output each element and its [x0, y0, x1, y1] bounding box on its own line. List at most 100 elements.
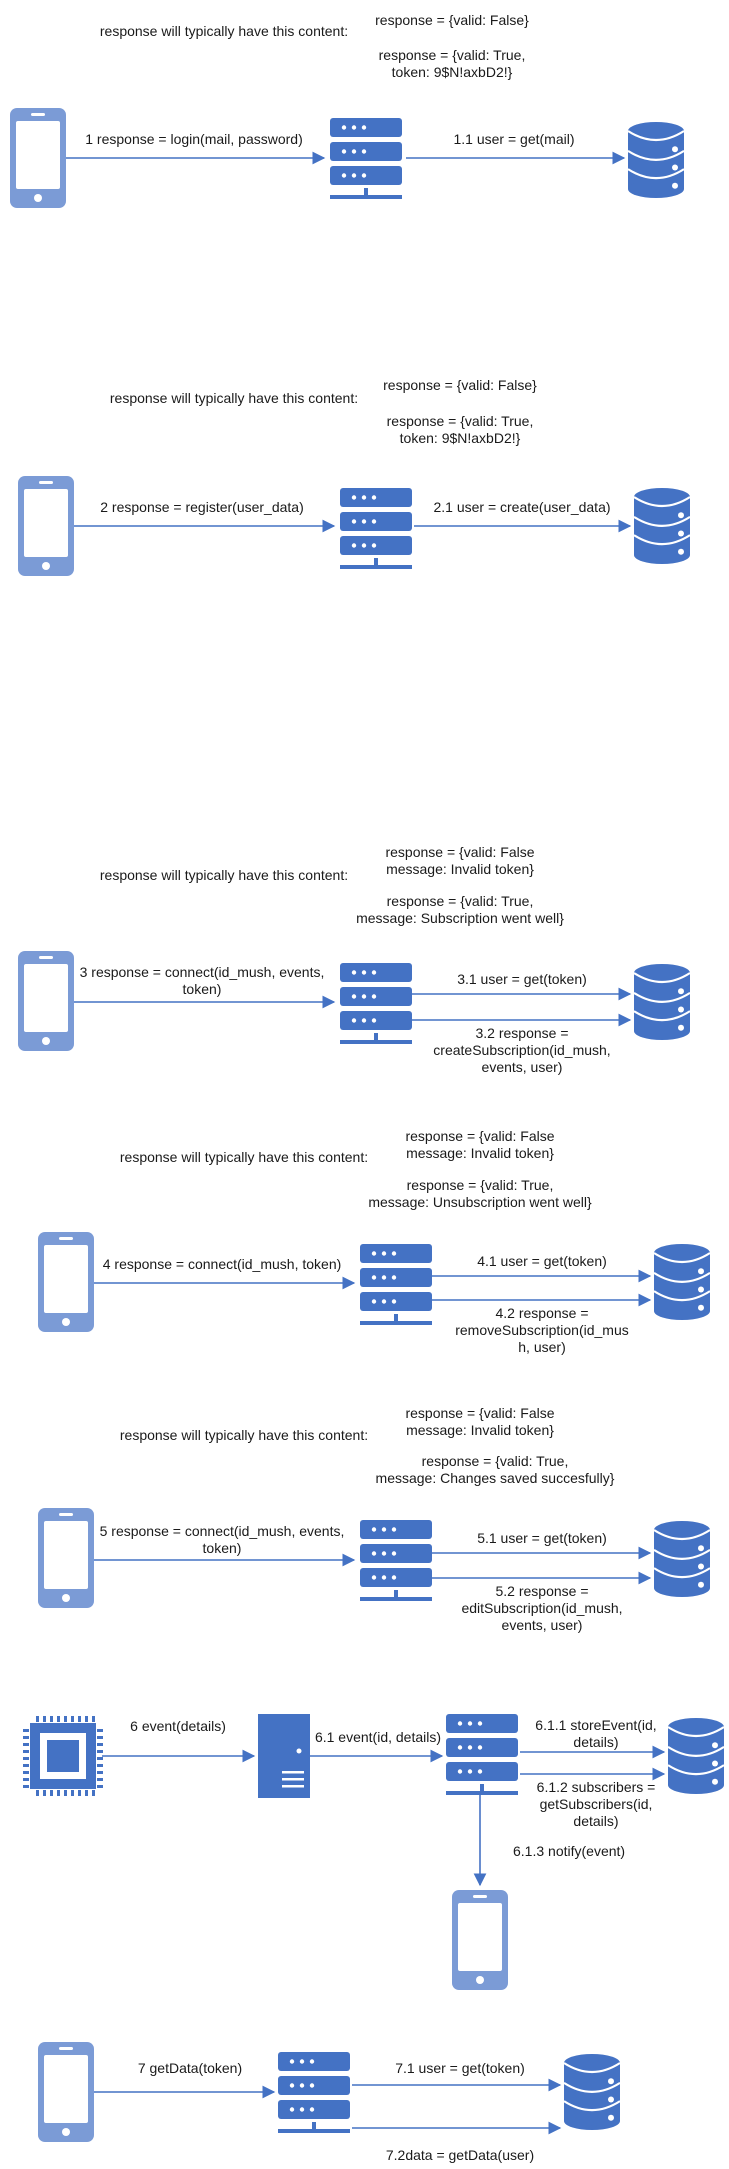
- section-3-response-invalid-line: response = {valid: False: [385, 844, 534, 860]
- client-phone-7: [38, 2042, 94, 2142]
- call-3-1-label: 3.1 user = get(token): [457, 971, 587, 987]
- section-2-response-valid-line: response = {valid: True,: [387, 413, 534, 429]
- call-4-2-label-line: h, user): [518, 1339, 565, 1355]
- call-5-2-label-line: events, user): [502, 1617, 583, 1633]
- section-1-response-valid-line: response = {valid: True,: [379, 47, 526, 63]
- call-7-2-label: 7.2data = getData(user): [386, 2147, 534, 2163]
- call-6-1-2-label-line: details): [573, 1813, 618, 1829]
- call-3-1-label-line: 3.1 user = get(token): [457, 971, 587, 987]
- call-6-1-2-label-line: getSubscribers(id,: [540, 1796, 653, 1812]
- section-4-intro-line: response will typically have this conten…: [120, 1149, 368, 1165]
- call-5-label-line: 5 response = connect(id_mush, events,: [100, 1523, 345, 1539]
- diagram-labels: response will typically have this conten…: [80, 12, 657, 2163]
- call-5-label-line: token): [203, 1540, 242, 1556]
- call-7-1-label: 7.1 user = get(token): [395, 2060, 525, 2076]
- call-2-label: 2 response = register(user_data): [100, 499, 304, 515]
- chip-icon: [23, 1716, 103, 1796]
- call-7-label: 7 getData(token): [138, 2060, 242, 2076]
- call-5-label: 5 response = connect(id_mush, events,tok…: [100, 1523, 345, 1556]
- section-3-intro: response will typically have this conten…: [100, 867, 348, 883]
- call-3-2-label: 3.2 response =createSubscription(id_mush…: [433, 1025, 610, 1075]
- section-5-response-invalid-line: response = {valid: False: [405, 1405, 554, 1421]
- call-1-1-label: 1.1 user = get(mail): [454, 131, 575, 147]
- section-5-response-valid-line: message: Changes saved succesfully}: [376, 1470, 615, 1486]
- call-6-1-1-label-line: 6.1.1 storeEvent(id,: [535, 1717, 656, 1733]
- diagram-icons: [10, 108, 725, 2142]
- section-5-intro: response will typically have this conten…: [120, 1427, 368, 1443]
- call-6-1-2-label: 6.1.2 subscribers =getSubscribers(id,det…: [537, 1779, 656, 1829]
- section-5-response-valid: response = {valid: True,message: Changes…: [376, 1453, 615, 1486]
- section-3-intro-line: response will typically have this conten…: [100, 867, 348, 883]
- call-4-label-line: 4 response = connect(id_mush, token): [103, 1256, 342, 1272]
- call-5-2-label-line: 5.2 response =: [495, 1583, 588, 1599]
- client-phone-5: [38, 1508, 94, 1608]
- call-6-1-1-label-line: details): [573, 1734, 618, 1750]
- call-6-label: 6 event(details): [130, 1718, 226, 1734]
- section-4-response-invalid-line: response = {valid: False: [405, 1128, 554, 1144]
- call-4-2-label-line: 4.2 response =: [495, 1305, 588, 1321]
- call-5-1-label-line: 5.1 user = get(token): [477, 1530, 607, 1546]
- call-3-label-line: 3 response = connect(id_mush, events,: [80, 964, 325, 980]
- section-2-response-invalid-line: response = {valid: False}: [383, 377, 537, 393]
- section-1-response-valid: response = {valid: True,token: 9$N!axbD2…: [379, 47, 526, 80]
- section-4-intro: response will typically have this conten…: [120, 1149, 368, 1165]
- client-phone-3: [18, 951, 74, 1051]
- call-5-1-label: 5.1 user = get(token): [477, 1530, 607, 1546]
- call-1-label-line: 1 response = login(mail, password): [85, 131, 303, 147]
- call-5-2-label-line: editSubscription(id_mush,: [461, 1600, 622, 1616]
- database-icon: [633, 964, 691, 1040]
- server-rack-icon: [360, 1520, 432, 1601]
- section-5-response-valid-line: response = {valid: True,: [422, 1453, 569, 1469]
- section-2-response-valid: response = {valid: True,token: 9$N!axbD2…: [387, 413, 534, 446]
- call-4-label: 4 response = connect(id_mush, token): [103, 1256, 342, 1272]
- call-3-2-label-line: events, user): [482, 1059, 563, 1075]
- section-2-intro-line: response will typically have this conten…: [110, 390, 358, 406]
- section-4-response-invalid-line: message: Invalid token}: [406, 1145, 554, 1161]
- call-5-2-label: 5.2 response =editSubscription(id_mush,e…: [461, 1583, 622, 1633]
- section-3-response-invalid-line: message: Invalid token}: [386, 861, 534, 877]
- section-3-response-valid: response = {valid: True,message: Subscri…: [356, 893, 564, 926]
- call-7-label-line: 7 getData(token): [138, 2060, 242, 2076]
- database-icon: [653, 1521, 711, 1597]
- section-4-response-valid: response = {valid: True,message: Unsubsc…: [368, 1177, 592, 1210]
- call-2-1-label: 2.1 user = create(user_data): [433, 499, 610, 515]
- section-3-response-valid-line: response = {valid: True,: [387, 893, 534, 909]
- call-3-label: 3 response = connect(id_mush, events,tok…: [80, 964, 325, 997]
- call-6-1-label-line: 6.1 event(id, details): [315, 1729, 441, 1745]
- server-rack-icon: [340, 963, 412, 1044]
- section-2-intro: response will typically have this conten…: [110, 390, 358, 406]
- section-1-response-invalid-line: response = {valid: False}: [375, 12, 529, 28]
- call-3-2-label-line: 3.2 response =: [475, 1025, 568, 1041]
- call-6-1-3-label-line: 6.1.3 notify(event): [513, 1843, 625, 1859]
- call-6-1-2-label-line: 6.1.2 subscribers =: [537, 1779, 656, 1795]
- call-3-label-line: token): [183, 981, 222, 997]
- call-7-2-label-line: 7.2data = getData(user): [386, 2147, 534, 2163]
- server-rack-icon: [446, 1714, 518, 1795]
- server-rack-icon: [340, 488, 412, 569]
- call-2-1-label-line: 2.1 user = create(user_data): [433, 499, 610, 515]
- section-2-response-invalid: response = {valid: False}: [383, 377, 537, 393]
- call-3-2-label-line: createSubscription(id_mush,: [433, 1042, 610, 1058]
- client-phone-2: [18, 476, 74, 576]
- call-7-1-label-line: 7.1 user = get(token): [395, 2060, 525, 2076]
- section-1-intro: response will typically have this conten…: [100, 23, 348, 39]
- call-4-1-label-line: 4.1 user = get(token): [477, 1253, 607, 1269]
- client-phone-4: [38, 1232, 94, 1332]
- connector-lines: [66, 151, 666, 2135]
- subscriber-phone: [452, 1890, 508, 1990]
- database-icon: [667, 1718, 725, 1794]
- section-4-response-valid-line: message: Unsubscription went well}: [368, 1194, 592, 1210]
- server-rack-icon: [278, 2052, 350, 2133]
- database-icon: [627, 122, 685, 198]
- section-1-response-valid-line: token: 9$N!axbD2!}: [392, 64, 513, 80]
- client-phone-1: [10, 108, 66, 208]
- server-tower-icon: [258, 1714, 310, 1798]
- call-6-1-3-label: 6.1.3 notify(event): [513, 1843, 625, 1859]
- call-1-label: 1 response = login(mail, password): [85, 131, 303, 147]
- section-2-response-valid-line: token: 9$N!axbD2!}: [400, 430, 521, 446]
- database-icon: [633, 488, 691, 564]
